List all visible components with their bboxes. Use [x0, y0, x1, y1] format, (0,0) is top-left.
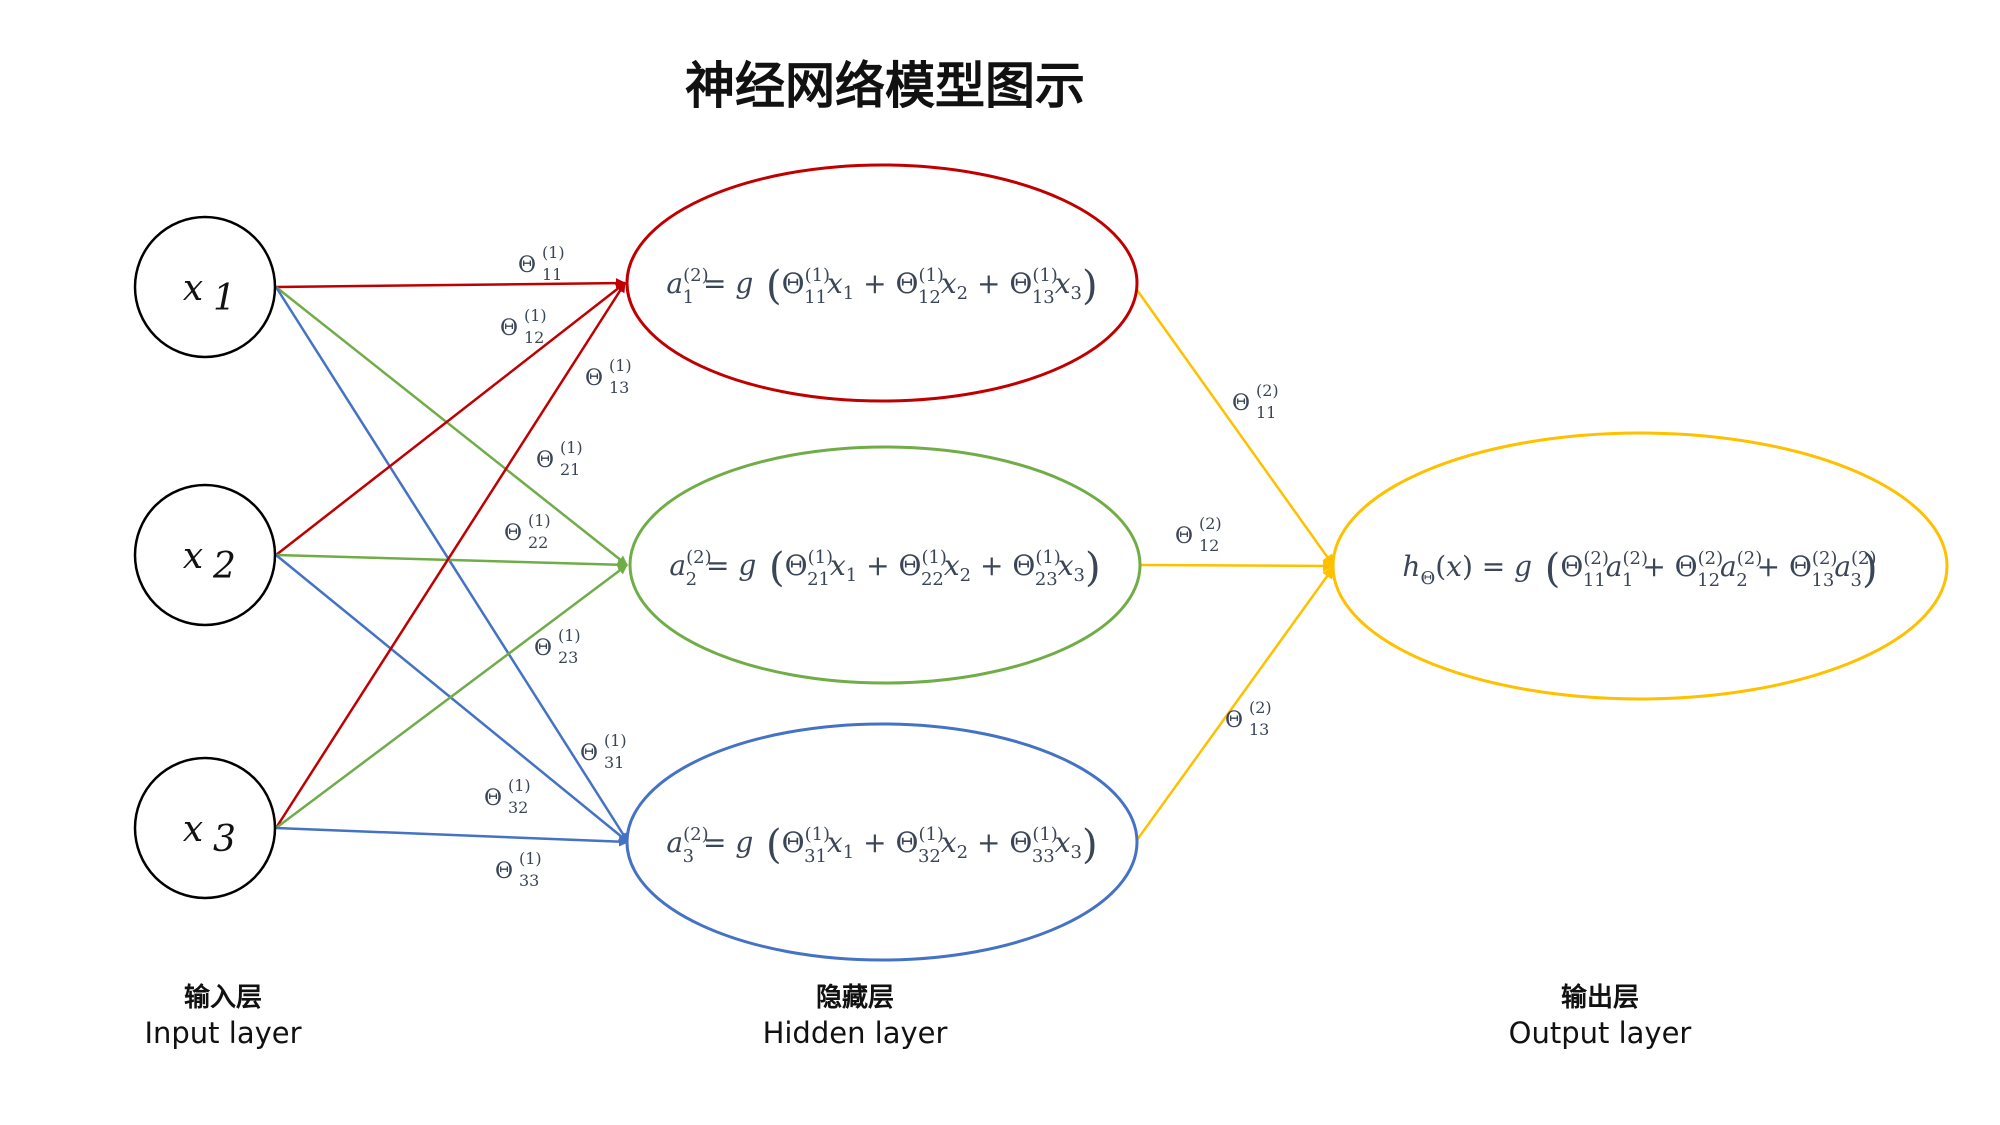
- svg-text:31: 31: [604, 753, 624, 772]
- svg-text:(1): (1): [519, 849, 542, 868]
- svg-text:Θ: Θ: [585, 366, 603, 391]
- svg-text:12: 12: [1199, 536, 1219, 555]
- svg-text:(2): (2): [1199, 514, 1222, 533]
- svg-text:Θ: Θ: [484, 786, 502, 811]
- weight-theta2-11: Θ (2) 11: [1232, 381, 1279, 422]
- svg-text:(1): (1): [604, 731, 627, 750]
- input-x2-sub: 2: [212, 546, 236, 587]
- layer-output-cn: 输出层: [1561, 982, 1639, 1013]
- weight-theta1-31: Θ (1) 31: [580, 731, 627, 772]
- svg-text:(1): (1): [609, 356, 632, 375]
- svg-text:22: 22: [528, 533, 548, 552]
- svg-text:(1): (1): [560, 438, 583, 457]
- edge-x1-to-a2: [275, 286, 628, 566]
- page-title: 神经网络模型图示: [685, 57, 1085, 115]
- svg-text:Θ: Θ: [495, 859, 513, 884]
- svg-text:21: 21: [560, 460, 580, 479]
- layer-caption-input: 输入层 Input layer: [144, 982, 301, 1050]
- edge-x2-to-a1: [275, 282, 626, 556]
- svg-text:13: 13: [609, 378, 629, 397]
- weight-theta2-12: Θ (2) 12: [1175, 514, 1222, 555]
- svg-text:(1): (1): [508, 776, 531, 795]
- weight-theta1-32: Θ (1) 32: [484, 776, 531, 817]
- weight-theta1-21: Θ (1) 21: [536, 438, 583, 479]
- output-node-h: hΘ(x) = g (Θ(2)11a(2)1 + Θ(2)12a(2)2 + Θ…: [1331, 431, 1949, 701]
- svg-text:11: 11: [1256, 403, 1276, 422]
- weight-theta1-33: Θ (1) 33: [495, 849, 542, 890]
- edge-x3-to-a3: [275, 826, 629, 847]
- svg-text:Θ: Θ: [500, 316, 518, 341]
- edge-x1-to-a1: [275, 278, 626, 289]
- edge-x2-to-a2: [275, 553, 628, 570]
- input-x1-var: x: [183, 268, 203, 309]
- edge-a2-to-h: [1139, 559, 1335, 572]
- edge-x3-to-a2: [275, 563, 628, 830]
- input-x3-var: x: [183, 809, 203, 850]
- hidden-a3-formula: a(2)3 = g (Θ(1)31x1 + Θ(1)32x2 + Θ(1)33x…: [666, 822, 1097, 868]
- svg-text:Θ: Θ: [534, 636, 552, 661]
- input-x3-sub: 3: [213, 819, 236, 860]
- layer-output-en: Output layer: [1509, 1016, 1692, 1050]
- edge-x1-to-a3: [274, 286, 630, 843]
- svg-text:Θ: Θ: [504, 521, 522, 546]
- svg-text:(1): (1): [542, 243, 565, 262]
- svg-text:12: 12: [524, 328, 544, 347]
- input-node-x3: x 3: [133, 756, 277, 900]
- layer-hidden-en: Hidden layer: [763, 1016, 948, 1050]
- output-formula: hΘ(x) = g (Θ(2)11a(2)1 + Θ(2)12a(2)2 + Θ…: [1402, 546, 1877, 592]
- edge-a3-to-h: [1135, 566, 1335, 841]
- svg-text:Θ: Θ: [1175, 524, 1193, 549]
- weight-theta2-13: Θ (2) 13: [1225, 698, 1272, 739]
- edge-x2-to-a3: [275, 554, 629, 843]
- edge-a1-to-h: [1135, 289, 1335, 567]
- svg-text:(1): (1): [524, 306, 547, 325]
- svg-text:Θ: Θ: [518, 253, 536, 278]
- input-x2-var: x: [183, 536, 203, 577]
- svg-text:11: 11: [542, 265, 562, 284]
- svg-text:(2): (2): [1256, 381, 1279, 400]
- svg-text:Θ: Θ: [1232, 391, 1250, 416]
- layer-caption-output: 输出层 Output layer: [1509, 982, 1692, 1050]
- layer-input-cn: 输入层: [184, 982, 262, 1013]
- svg-text:(2): (2): [1249, 698, 1272, 717]
- hidden-a1-formula: a(2)1 = g (Θ(1)11x1 + Θ(1)12x2 + Θ(1)13x…: [666, 263, 1097, 309]
- weight-theta1-13: Θ (1) 13: [585, 356, 632, 397]
- svg-text:(1): (1): [558, 626, 581, 645]
- input-x1-sub: 1: [213, 278, 236, 319]
- weight-theta1-12: Θ (1) 12: [500, 306, 547, 347]
- weight-theta1-23: Θ (1) 23: [534, 626, 581, 667]
- hidden-a2-formula: a(2)2 = g (Θ(1)21x1 + Θ(1)22x2 + Θ(1)23x…: [669, 545, 1100, 591]
- svg-text:23: 23: [558, 648, 578, 667]
- weight-theta1-11: Θ (1) 11: [518, 243, 565, 284]
- svg-text:Θ: Θ: [580, 741, 598, 766]
- weight-theta1-22: Θ (1) 22: [504, 511, 551, 552]
- hidden-node-a3: a(2)3 = g (Θ(1)31x1 + Θ(1)32x2 + Θ(1)33x…: [625, 722, 1139, 962]
- hidden-node-a2: a(2)2 = g (Θ(1)21x1 + Θ(1)22x2 + Θ(1)23x…: [628, 445, 1142, 685]
- svg-text:33: 33: [519, 871, 539, 890]
- layer-caption-hidden: 隐藏层 Hidden layer: [763, 983, 948, 1050]
- svg-text:32: 32: [508, 798, 528, 817]
- svg-text:13: 13: [1249, 720, 1269, 739]
- input-node-x1: x 1: [133, 215, 277, 359]
- layer-input-en: Input layer: [144, 1016, 301, 1050]
- svg-text:Θ: Θ: [1225, 708, 1243, 733]
- svg-text:Θ: Θ: [536, 448, 554, 473]
- svg-text:(1): (1): [528, 511, 551, 530]
- edge-x3-to-a1: [274, 282, 627, 829]
- hidden-node-a1: a(2)1 = g (Θ(1)11x1 + Θ(1)12x2 + Θ(1)13x…: [625, 163, 1139, 403]
- input-node-x2: x 2: [133, 483, 277, 627]
- layer-hidden-cn: 隐藏层: [816, 983, 894, 1013]
